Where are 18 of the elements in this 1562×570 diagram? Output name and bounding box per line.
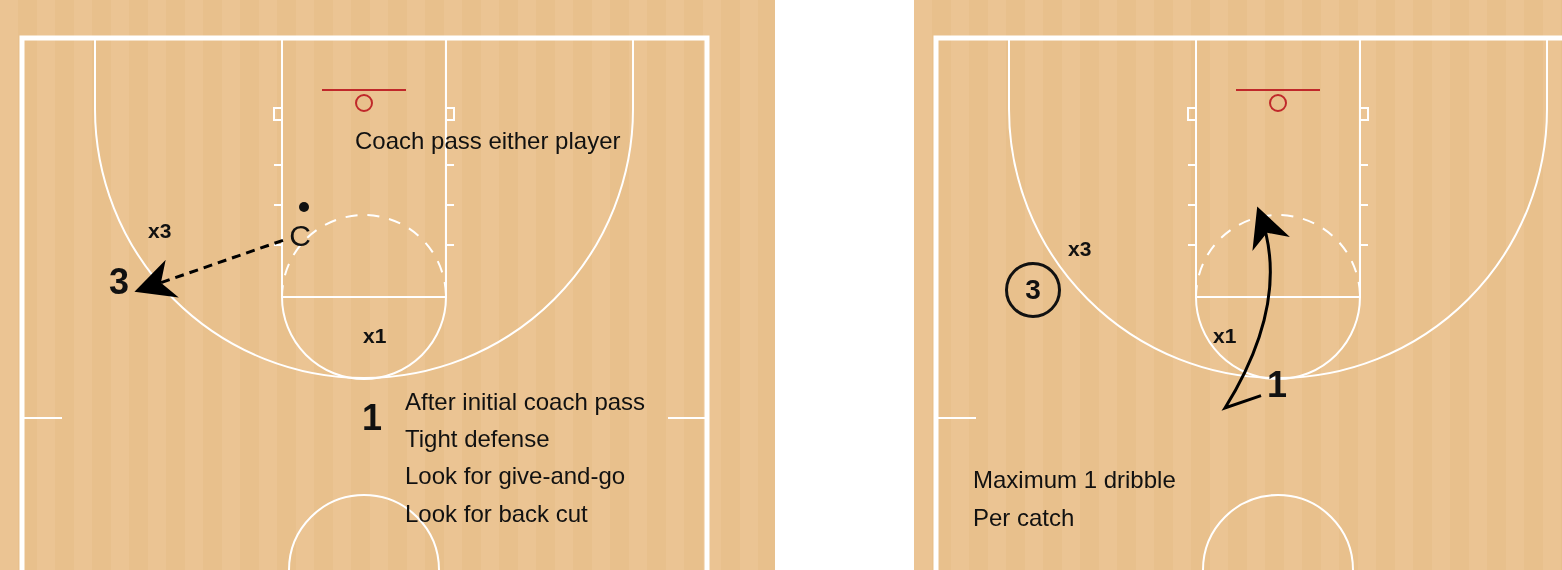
coach-letter: C — [289, 221, 311, 251]
drill-note: After initial coach pass — [405, 390, 646, 414]
drill-note: Look for give-and-go — [405, 464, 626, 488]
defender-label: x3 — [148, 220, 172, 241]
cut-arrow — [1223, 206, 1289, 410]
pass-arrow — [134, 238, 284, 298]
defender-label: x1 — [1213, 325, 1237, 346]
drill-note: Look for back cut — [405, 502, 588, 526]
defender-label: x1 — [363, 325, 387, 346]
player-circle: 3 — [1005, 262, 1061, 318]
player-number: 1 — [1263, 366, 1291, 404]
drill-note: Tight defense — [405, 427, 550, 451]
drill-note: Per catch — [973, 506, 1075, 530]
player-number: 3 — [104, 264, 134, 300]
player-number: 1 — [362, 400, 383, 436]
defender-label: x3 — [1068, 238, 1092, 259]
coach-instruction: Coach pass either player — [355, 129, 621, 153]
drill-note: Maximum 1 dribble — [973, 468, 1176, 492]
